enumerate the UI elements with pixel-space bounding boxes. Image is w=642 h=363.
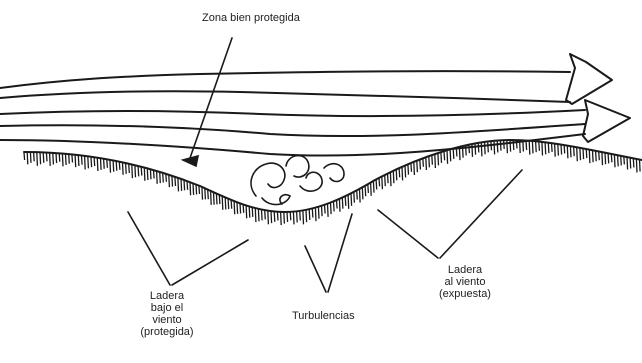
- wind-line-3: [0, 110, 585, 116]
- leeward-slope-label: Ladera bajo el viento (protegida): [124, 290, 210, 338]
- wind-arrowhead-upper: [566, 54, 612, 104]
- leeward-pointer-b: [172, 240, 248, 285]
- leeward-pointer-a: [128, 212, 170, 285]
- wind-arrowhead-lower: [583, 100, 630, 142]
- protected-zone-label: Zona bien protegida: [202, 12, 300, 24]
- windward-slope-line-2: al viento: [420, 276, 510, 288]
- leeward-slope-line-1: Ladera: [124, 290, 210, 302]
- turbulence-swirls: [251, 156, 344, 205]
- wind-line-4: [0, 124, 585, 136]
- turbulence-pointer-b: [328, 214, 352, 292]
- protected-zone-arrowhead: [183, 156, 198, 166]
- wind-line-2: [0, 91, 570, 102]
- windward-slope-line-3: (expuesta): [420, 288, 510, 300]
- turbulence-pointer-a: [305, 246, 326, 292]
- wind-line-1: [0, 71, 570, 88]
- windward-slope-line-1: Ladera: [420, 264, 510, 276]
- turbulence-label: Turbulencias: [292, 310, 355, 322]
- windward-pointer-b: [440, 170, 522, 258]
- windward-pointer-a: [378, 210, 438, 258]
- leeward-slope-line-2: bajo el: [124, 302, 210, 314]
- protected-zone-pointer: [190, 38, 232, 158]
- leeward-slope-line-3: viento: [124, 314, 210, 326]
- terrain-hatching: [24, 140, 640, 225]
- leeward-slope-line-4: (protegida): [124, 326, 210, 338]
- windward-slope-label: Ladera al viento (expuesta): [420, 264, 510, 300]
